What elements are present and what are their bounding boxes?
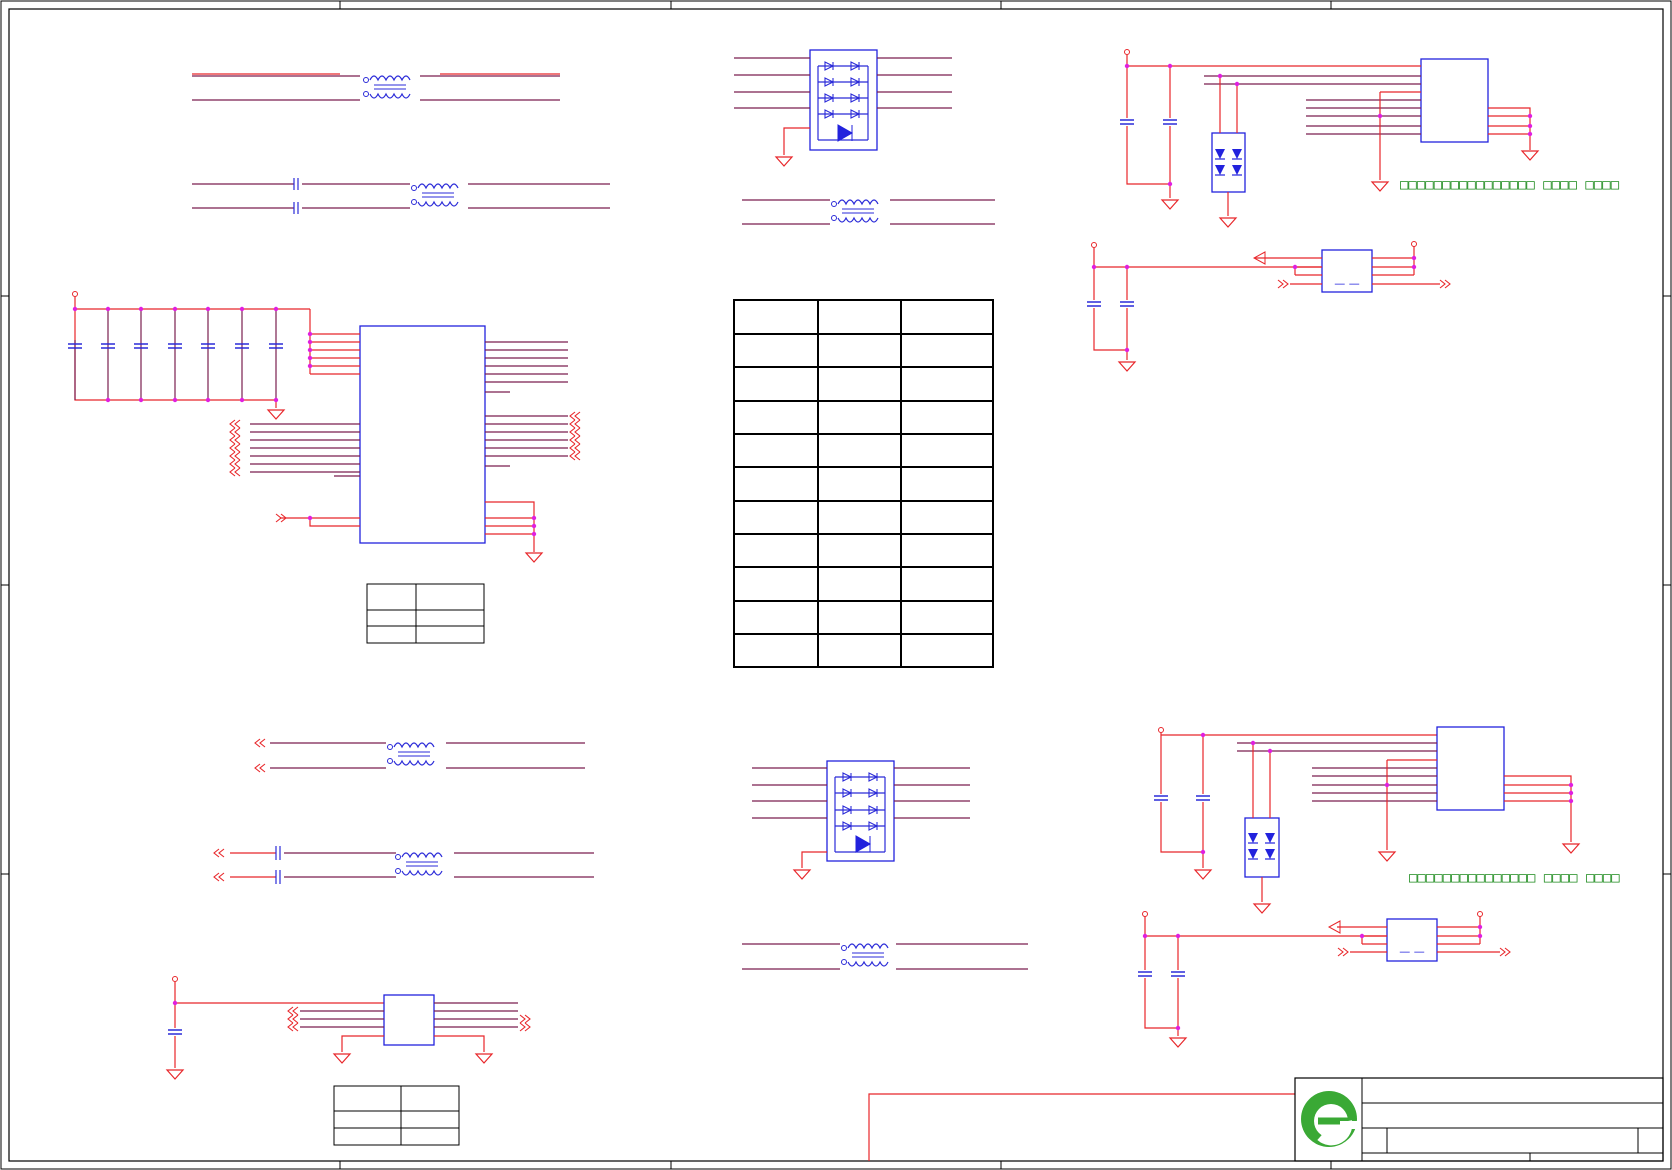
regulator-mark-lower: — — <box>1399 945 1425 958</box>
transformer-t1 <box>192 73 560 101</box>
transformer-t6 <box>742 943 1028 970</box>
company-logo <box>1301 1091 1360 1147</box>
ic-u1-phy <box>250 309 568 563</box>
connector-j1-upper <box>1119 49 1539 228</box>
ic-u4-small <box>166 976 531 1080</box>
title-block <box>1294 1077 1664 1162</box>
decoupling-cap-bank <box>67 291 310 420</box>
regulator-u3-upper: — — <box>1086 241 1451 372</box>
center-table <box>733 299 994 668</box>
net-label-arrows-left-ic <box>229 411 581 477</box>
small-table-lower <box>333 1085 460 1146</box>
regulator-mark-upper: — — <box>1334 277 1360 290</box>
connector-j2-lower <box>1153 726 1580 914</box>
diode-array-u5 <box>752 760 970 880</box>
transformer-t2 <box>192 178 610 214</box>
transformer-t3 <box>742 199 995 225</box>
regulator-u6-lower: — — <box>1137 911 1511 1048</box>
transformer-t5 <box>213 846 594 884</box>
note-lower-right: □□□□□□□□□□□□□□□ □□□□ □□□□ <box>1409 870 1620 886</box>
small-table-left <box>366 583 485 644</box>
note-upper-right: □□□□□□□□□□□□□□□□ □□□□ □□□□ <box>1400 177 1620 193</box>
diode-array-u2 <box>734 49 952 167</box>
revision-frame <box>868 1093 1295 1161</box>
transformer-t4 <box>254 738 585 773</box>
